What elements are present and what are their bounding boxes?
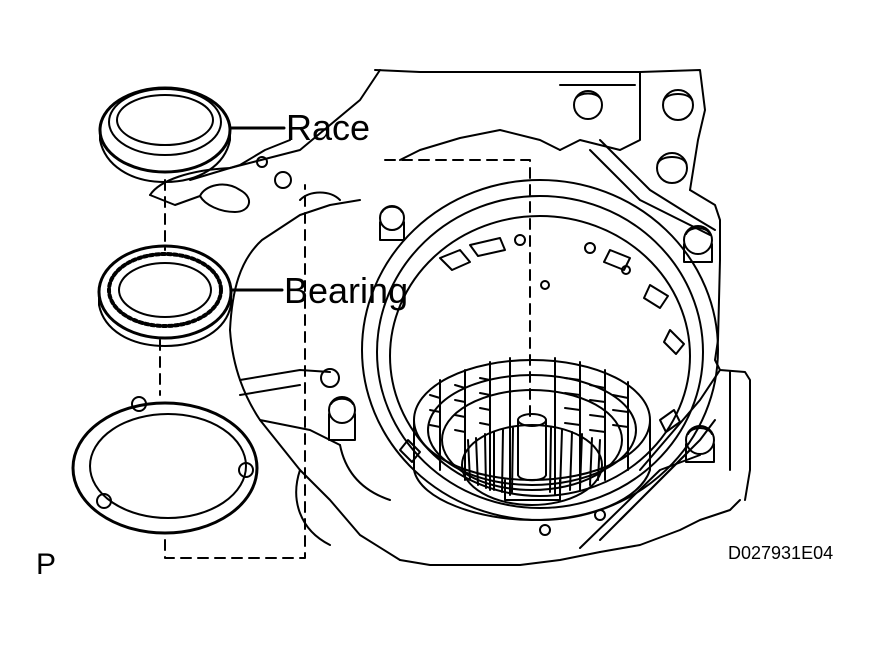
thrust-washer-part: [73, 397, 257, 533]
bearing-part: [99, 246, 282, 346]
drawing-code: D027931E04: [728, 543, 834, 563]
transmission-case: [150, 70, 750, 565]
view-letter: P: [36, 548, 57, 581]
bearing-label: Bearing: [284, 270, 409, 311]
race-label: Race: [286, 107, 371, 148]
alignment-guides: [160, 160, 530, 558]
race-part: [100, 88, 284, 182]
